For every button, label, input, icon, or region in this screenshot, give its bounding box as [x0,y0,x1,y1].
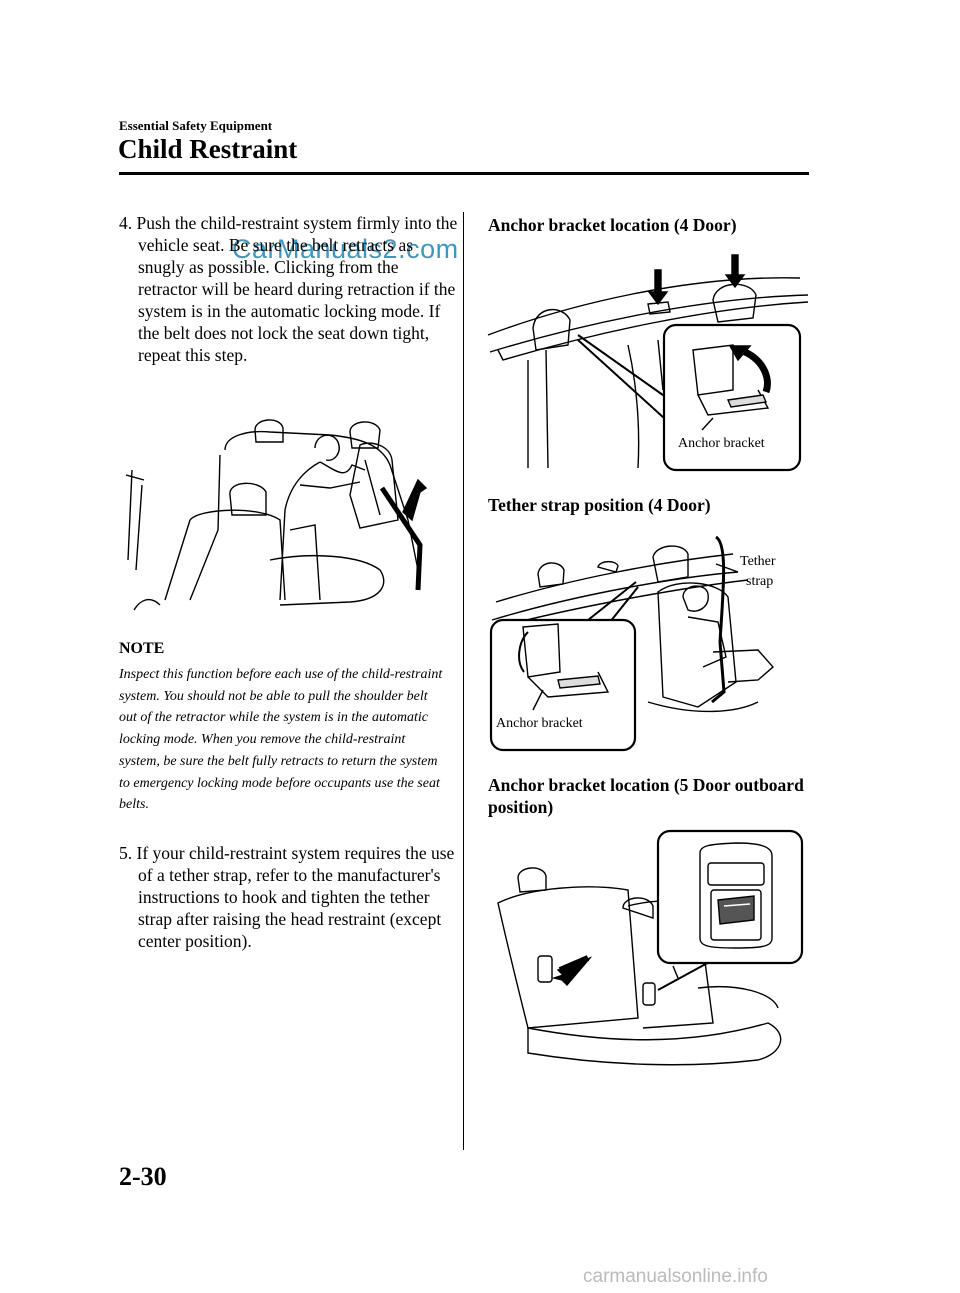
step-5-text: If your child-restraint system requires … [136,843,455,951]
figure-2-callout-tether-line1: Tether [740,554,776,569]
figure-3-heading: Anchor bracket location (5 Door outboard… [488,775,804,817]
step-4: 4. Push the child-restraint system firml… [119,212,457,382]
tether-strap-4door-illustration: Anchor bracket Tether strap [489,535,776,752]
footer-site-watermark: carmanualsonline.info [583,1266,768,1287]
figure-2-heading: Tether strap position (4 Door) [488,495,711,515]
watermark: CarManuals2.com [232,234,459,264]
step-4-number: 4. [119,213,133,233]
figure-2-callout-tether-line2: strap [746,574,773,589]
step-5: 5. If your child-restraint system requir… [119,842,454,962]
page-title: Child Restraint [118,134,298,164]
note-text: Inspect this function before each use of… [119,667,443,813]
figure-2-callout-anchor: Anchor bracket [496,716,583,731]
step-5-number: 5. [119,843,133,863]
section-label: Essential Safety Equipment [119,118,273,133]
anchor-bracket-5door-illustration [497,829,804,1066]
column-divider [463,212,464,1150]
note-heading: NOTE [119,640,165,657]
title-rule [119,172,809,175]
page-number: 2-30 [119,1162,167,1191]
figure-1-callout: Anchor bracket [678,436,765,451]
child-seat-install-illustration [125,419,428,611]
step-4-text: Push the child-restraint system firmly i… [136,213,458,365]
figure-1-heading: Anchor bracket location (4 Door) [488,215,737,235]
anchor-bracket-4door-illustration: Anchor bracket [487,254,809,472]
